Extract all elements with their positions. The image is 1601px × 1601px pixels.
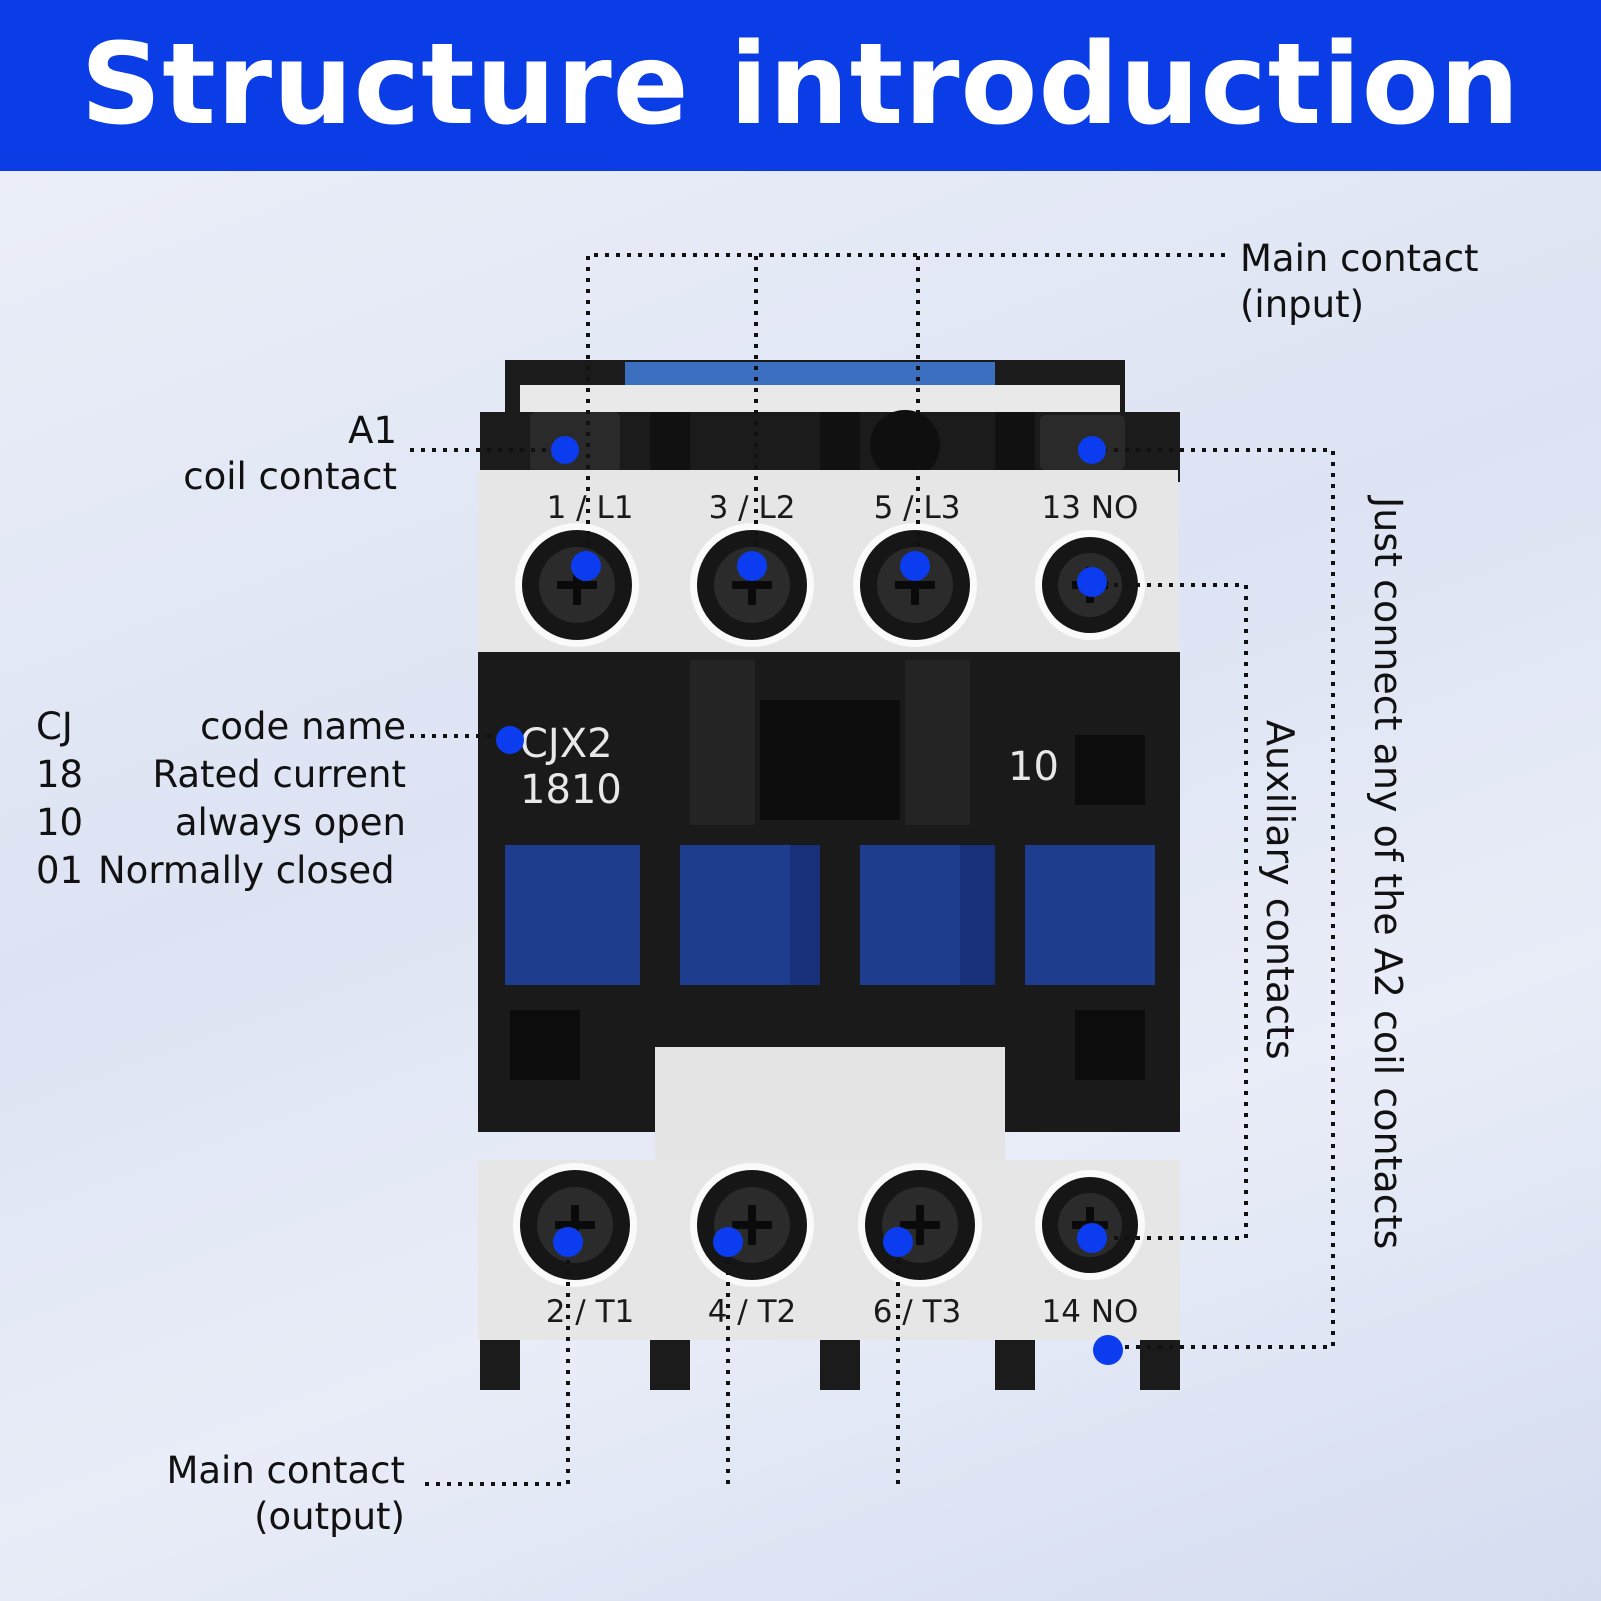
model-code-line1: CJX2 xyxy=(520,721,613,767)
marker-l1 xyxy=(571,551,601,581)
code-legend: CJ code name 18 Rated current 10 always … xyxy=(36,704,406,896)
marker-l2 xyxy=(737,551,767,581)
marker-13no xyxy=(1077,567,1107,597)
marker-t2 xyxy=(713,1227,743,1257)
bottom-screw-t1 xyxy=(513,1163,637,1287)
model-badge: 10 xyxy=(1008,744,1059,790)
top-screw-l3 xyxy=(853,523,977,647)
marker-a1 xyxy=(551,436,579,464)
bottom-screw-t3 xyxy=(858,1163,982,1287)
marker-t3 xyxy=(883,1227,913,1257)
terminal-label-t1: 2 / T1 xyxy=(546,1294,635,1330)
terminal-label-t3: 6 / T3 xyxy=(873,1294,962,1330)
marker-l3 xyxy=(900,551,930,581)
top-screw-l1 xyxy=(515,523,639,647)
marker-a2-top xyxy=(1078,436,1106,464)
top-screw-l2 xyxy=(690,523,814,647)
leader-main-input xyxy=(586,253,1230,557)
terminal-label-13no: 13 NO xyxy=(1042,490,1139,526)
contactor-body xyxy=(478,360,1180,1390)
legend-row: 18 Rated current xyxy=(36,753,406,796)
leader-auxiliary xyxy=(1092,583,1248,1240)
page-title: Structure introduction xyxy=(80,20,1521,150)
terminal-label-t2: 4 / T2 xyxy=(708,1294,797,1330)
terminal-label-14no: 14 NO xyxy=(1042,1294,1139,1330)
label-a2-coil-contacts: Just connect any of the A2 coil contacts xyxy=(1366,497,1410,1250)
marker-t1 xyxy=(553,1227,583,1257)
bottom-screw-t2 xyxy=(690,1163,814,1287)
label-main-input: Main contact (input) xyxy=(1240,237,1479,326)
terminal-label-l2: 3 / L2 xyxy=(709,490,796,526)
legend-row: CJ code name xyxy=(36,705,406,748)
contact-markers xyxy=(496,436,1123,1365)
marker-a2-bottom xyxy=(1093,1335,1123,1365)
label-auxiliary-contacts: Auxiliary contacts xyxy=(1258,720,1302,1060)
model-code-line2: 1810 xyxy=(520,767,622,813)
header-banner xyxy=(0,0,1601,171)
leader-main-output xyxy=(418,1238,570,1486)
label-a1-coil: A1 coil contact xyxy=(183,409,397,498)
marker-code xyxy=(496,726,524,754)
legend-row: 01 Normally closed xyxy=(36,849,395,892)
legend-row: 10 always open xyxy=(36,801,406,844)
label-main-output: Main contact (output) xyxy=(166,1449,405,1538)
marker-14no xyxy=(1077,1223,1107,1253)
leader-lines xyxy=(410,253,1335,1486)
